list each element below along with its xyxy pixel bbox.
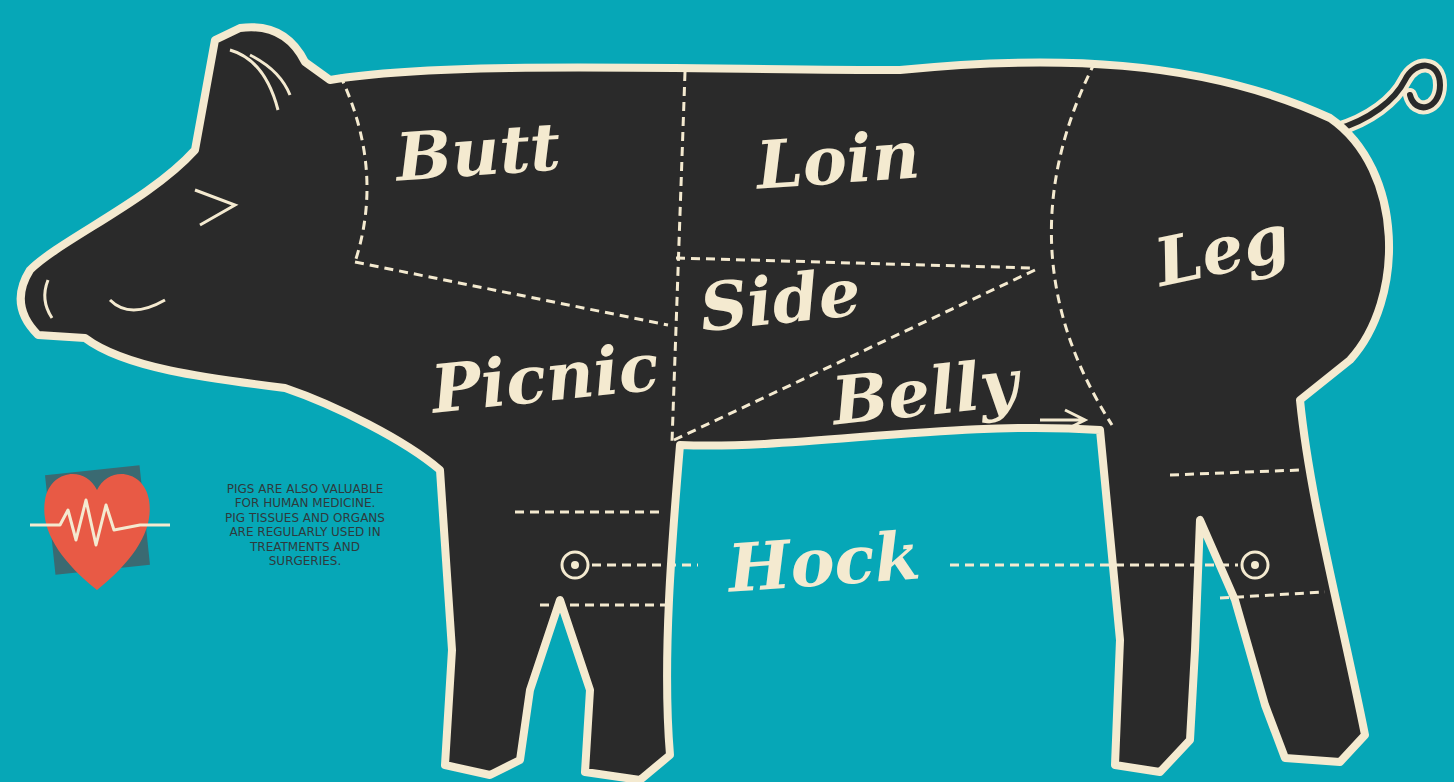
cut-label: Leg — [1149, 204, 1294, 297]
cut-lines — [340, 62, 1325, 605]
hock-label: Hock — [726, 522, 922, 601]
pig-tail — [1335, 66, 1440, 130]
pig-snout — [45, 280, 52, 318]
pig-eye — [195, 190, 235, 225]
medical-note: PIGS ARE ALSO VALUABLE FOR HUMAN MEDICIN… — [225, 482, 385, 568]
belly-pointer — [1040, 410, 1085, 430]
cut-label: Loin — [754, 121, 922, 198]
heart-icon — [30, 465, 170, 590]
pig-tail — [1335, 66, 1440, 130]
cut-label: Side — [697, 259, 864, 341]
cut-label: Butt — [394, 113, 563, 190]
pig-body — [21, 27, 1389, 780]
cut-label: Picnic — [428, 333, 662, 422]
ear-detail — [230, 50, 290, 110]
pig-mouth — [110, 300, 165, 310]
cut-label: Belly — [829, 349, 1021, 434]
